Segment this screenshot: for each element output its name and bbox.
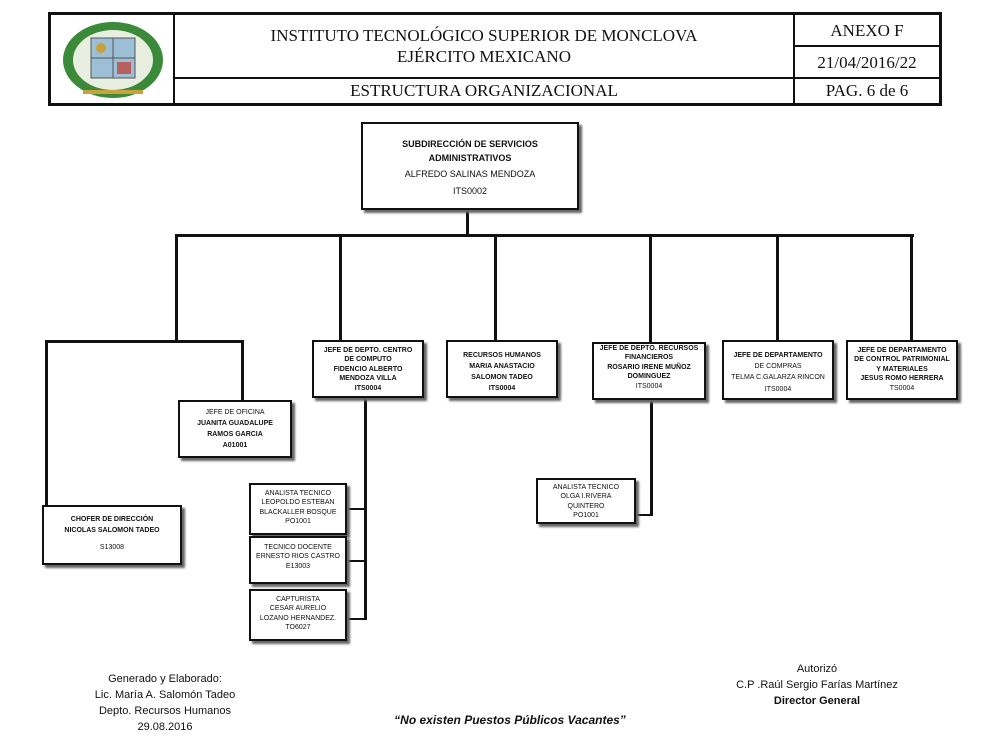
org-box-title: JEFE DE DEPTO. CENTRO DE COMPUTO	[323, 347, 413, 364]
org-box-jefe-oficina: JEFE DE OFICINA JUANITA GUADALUPE RAMOS …	[178, 400, 292, 458]
org-box-control-patrimonial: JEFE DE DEPARTAMENTO DE CONTROL PATRIMON…	[846, 340, 958, 400]
connector-line	[346, 618, 366, 620]
org-box-code: TO6027	[285, 624, 311, 632]
institute-title-cell: INSTITUTO TECNOLÓGICO SUPERIOR DE MONCLO…	[175, 15, 795, 79]
section-title: ESTRUCTURA ORGANIZACIONAL	[350, 81, 618, 100]
org-box-title: JEFE DE DEPARTAMENTO	[733, 352, 823, 359]
page-number: PAG. 6 de 6	[825, 81, 909, 100]
connector-line	[45, 340, 243, 343]
org-box-name: LEOPOLDO ESTEBAN BLACKALLER BOSQUE	[259, 499, 337, 516]
org-box-code: ITS0004	[764, 385, 792, 393]
footer-line: Depto. Recursos Humanos	[98, 704, 232, 717]
org-box-name: JESUS ROMO HERRERA	[860, 375, 944, 383]
org-box-title: JEFE DE DEPARTAMENTO DE CONTROL PATRIMON…	[854, 347, 950, 373]
org-box-name: ROSARIO IRENE MUÑOZ DOMINGUEZ	[607, 363, 691, 381]
org-box-code: ITS0004	[635, 382, 663, 390]
org-box-subtitle: DE COMPRAS	[754, 363, 802, 371]
org-box-name: FIDENCIO ALBERTO MENDOZA VILLA	[333, 365, 403, 383]
org-box-title: JEFE DE DEPTO. RECURSOS FINANCIEROS	[599, 345, 699, 362]
org-box-capturista: CAPTURISTA CESAR AURELIO LOZANO HERNANDE…	[249, 589, 347, 641]
footer-vacancy-note: “No existen Puestos Públicos Vacantes”	[330, 712, 690, 729]
org-box-analista-tecnico: ANALISTA TECNICO LEOPOLDO ESTEBAN BLACKA…	[249, 483, 347, 535]
org-box-recursos-humanos: RECURSOS HUMANOS MARIA ANASTACIO SALOMON…	[446, 340, 558, 398]
footer-line: Lic. María A. Salomón Tadeo	[94, 688, 236, 701]
org-box-title: CAPTURISTA	[276, 596, 320, 603]
org-box-name: ERNESTO RIOS CASTRO	[256, 553, 340, 561]
connector-line	[466, 208, 469, 236]
logo-cell	[51, 15, 175, 103]
org-box-code: PO1001	[573, 512, 599, 520]
footer-prepared-by: Generado y Elaborado: Lic. María A. Salo…	[70, 672, 260, 736]
org-box-title: JEFE DE OFICINA	[205, 409, 265, 416]
page-cell: PAG. 6 de 6	[795, 79, 939, 103]
footer-line: C.P .Raúl Sergio Farías Martínez	[736, 678, 898, 691]
org-box-code: ITS0004	[354, 384, 382, 392]
vacancy-note-text: “No existen Puestos Públicos Vacantes”	[394, 713, 626, 727]
org-box-code: ITS0004	[488, 384, 516, 392]
org-box-name: MARIA ANASTACIO SALOMON TADEO	[469, 362, 535, 381]
org-box-name: CESAR AURELIO LOZANO HERNANDEZ.	[259, 605, 337, 622]
org-box-title: TECNICO DOCENTE	[264, 544, 332, 551]
institute-logo-icon	[63, 22, 163, 98]
org-box-centro-computo: JEFE DE DEPTO. CENTRO DE COMPUTO FIDENCI…	[312, 340, 424, 398]
org-box-code: TS0004	[889, 384, 915, 392]
annex-cell: ANEXO F	[795, 15, 939, 47]
org-box-title: ANALISTA TECNICO	[264, 490, 332, 497]
date-code-cell: 21/04/2016/22	[795, 47, 939, 79]
annex-label: ANEXO F	[830, 21, 904, 40]
connector-line	[175, 234, 914, 237]
connector-line	[634, 514, 653, 516]
org-box-name: ALFREDO SALINAS MENDOZA	[404, 169, 536, 179]
section-title-cell: ESTRUCTURA ORGANIZACIONAL	[175, 79, 795, 103]
org-box-recursos-financieros: JEFE DE DEPTO. RECURSOS FINANCIEROS ROSA…	[592, 342, 706, 400]
institute-name: INSTITUTO TECNOLÓGICO SUPERIOR DE MONCLO…	[270, 26, 698, 45]
org-box-title: ANALISTA TECNICO	[552, 484, 620, 491]
org-box-title: RECURSOS HUMANOS	[463, 352, 541, 359]
connector-line	[339, 234, 342, 342]
connector-line	[910, 234, 913, 342]
connector-line	[494, 234, 497, 342]
footer-line: Autorizó	[796, 663, 838, 675]
org-box-code: E13003	[285, 562, 311, 570]
org-box-code: S13008	[99, 543, 125, 551]
org-box-code: ITS0002	[452, 185, 488, 196]
connector-line	[650, 398, 653, 516]
footer-authorized-by: Autorizó C.P .Raúl Sergio Farías Martíne…	[712, 662, 922, 710]
org-box-name: OLGA I.RIVERA QUINTERO	[560, 493, 612, 510]
org-box-title: SUBDIRECCIÓN DE SERVICIOS ADMINISTRATIVO…	[402, 139, 538, 163]
connector-line	[776, 234, 779, 342]
org-box-name: NICOLAS SALOMON TADEO	[64, 526, 160, 534]
org-box-code: A01001	[222, 441, 248, 449]
org-box-chofer: CHOFER DE DIRECCIÓN NICOLAS SALOMON TADE…	[42, 505, 182, 565]
connector-line	[346, 560, 366, 562]
header-table: INSTITUTO TECNOLÓGICO SUPERIOR DE MONCLO…	[48, 12, 942, 106]
footer-line: Generado y Elaborado:	[108, 673, 222, 685]
footer-line: 29.08.2016	[137, 720, 193, 733]
footer-line: Director General	[773, 694, 861, 707]
org-box-name: JUANITA GUADALUPE RAMOS GARCIA	[197, 419, 273, 438]
connector-line	[649, 234, 652, 344]
institute-subtitle: EJÉRCITO MEXICANO	[397, 47, 571, 66]
date-code: 21/04/2016/22	[817, 53, 917, 72]
org-box-code: PO1001	[285, 518, 311, 526]
org-box-compras: JEFE DE DEPARTAMENTO DE COMPRAS TELMA C.…	[722, 340, 834, 400]
connector-line	[346, 508, 366, 510]
connector-line	[241, 340, 244, 402]
org-box-tecnico-docente: TECNICO DOCENTE ERNESTO RIOS CASTRO E130…	[249, 536, 347, 584]
connector-line	[175, 234, 178, 342]
org-box-subdireccion: SUBDIRECCIÓN DE SERVICIOS ADMINISTRATIVO…	[361, 122, 579, 210]
org-box-name: TELMA C.GALARZA RINCON	[731, 374, 825, 382]
connector-line	[45, 340, 48, 506]
org-box-analista-tecnico-2: ANALISTA TECNICO OLGA I.RIVERA QUINTERO …	[536, 478, 636, 524]
org-box-title: CHOFER DE DIRECCIÓN	[70, 516, 154, 523]
